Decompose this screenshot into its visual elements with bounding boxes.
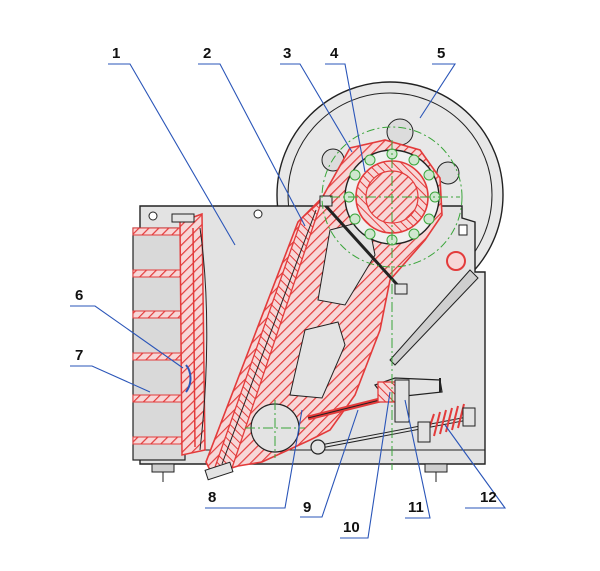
part-label-11: 11 — [408, 499, 424, 516]
part-label-12: 12 — [480, 489, 497, 506]
part-label-8: 8 — [208, 489, 216, 506]
part-label-9: 9 — [303, 499, 311, 516]
part-label-5: 5 — [437, 45, 445, 62]
side-plates — [132, 212, 208, 461]
part-label-7: 7 — [75, 347, 83, 364]
part-label-4: 4 — [330, 45, 339, 62]
part-label-10: 10 — [343, 519, 360, 536]
part-label-2: 2 — [203, 45, 211, 62]
part-label-3: 3 — [283, 45, 291, 62]
leader-lines — [70, 63, 507, 539]
part-labels: 1 2 3 4 5 6 7 8 9 10 11 12 — [75, 45, 497, 536]
centerlines — [245, 126, 463, 470]
part-label-6: 6 — [75, 287, 83, 304]
part-label-1: 1 — [112, 45, 120, 62]
